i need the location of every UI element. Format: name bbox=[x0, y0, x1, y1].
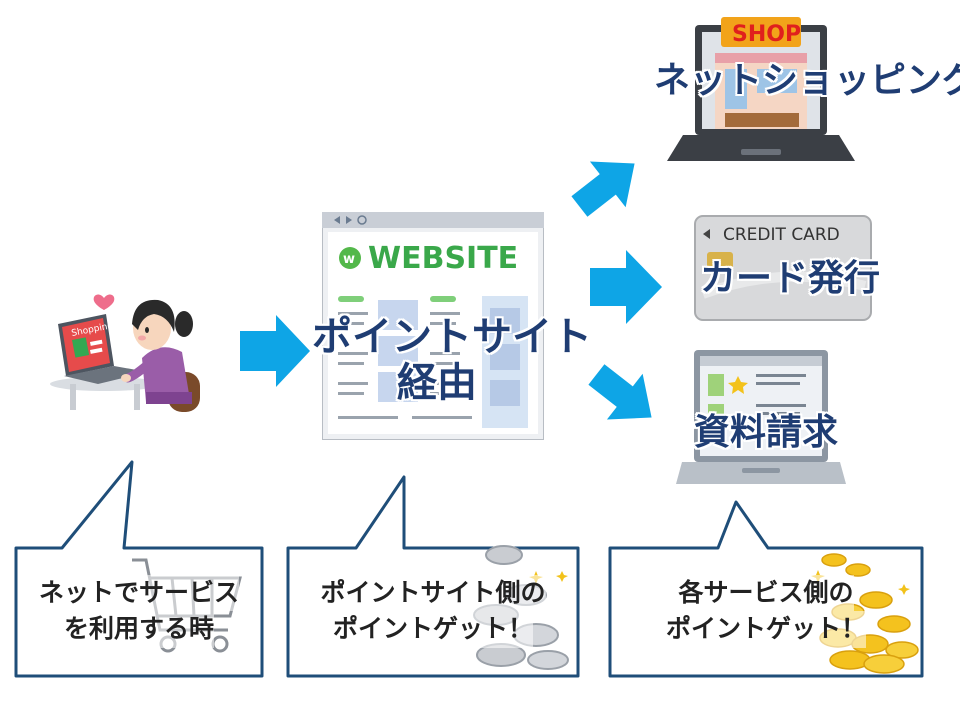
credit-card-illustration: CREDIT CARD bbox=[694, 215, 872, 321]
point-site-label-line1: ポイントサイト bbox=[312, 314, 592, 360]
arrow-right-icon bbox=[590, 250, 662, 324]
callout-2-line1: ポイントサイト側の bbox=[320, 575, 546, 612]
website-illustration: w WEBSITE bbox=[322, 212, 544, 440]
point-site-label-line2: 経由 bbox=[397, 360, 477, 406]
point-site-label: ポイントサイト 経由 bbox=[312, 314, 592, 406]
card-label: カード発行 bbox=[700, 258, 881, 299]
svg-text:w: w bbox=[343, 252, 355, 267]
request-label: 資料請求 bbox=[694, 412, 839, 453]
shop-laptop-illustration: SHOP bbox=[667, 17, 855, 161]
credit-card-text: CREDIT CARD bbox=[723, 225, 840, 245]
arrow-down-right-icon bbox=[588, 364, 652, 420]
shop-sign-text: SHOP bbox=[732, 22, 801, 47]
callout-text-1: ネットでサービス を利用する時 bbox=[14, 575, 264, 648]
callout-text-3: 各サービス側の ポイントゲット！ bbox=[608, 575, 924, 648]
callout-1-line2: を利用する時 bbox=[63, 611, 214, 648]
shopping-label: ネットショッピング bbox=[654, 60, 960, 101]
callout-3-line2: ポイントゲット！ bbox=[665, 611, 866, 648]
callout-1-line1: ネットでサービス bbox=[38, 575, 239, 612]
arrow-up-right-icon bbox=[571, 161, 635, 217]
callout-3-line1: 各サービス側の bbox=[678, 575, 854, 612]
document-laptop-illustration bbox=[676, 350, 846, 484]
website-logo-text: WEBSITE bbox=[368, 241, 518, 276]
callout-2-line2: ポイントゲット！ bbox=[332, 611, 533, 648]
heart-icon bbox=[93, 294, 115, 310]
woman-laptop-illustration: Shopping bbox=[50, 294, 200, 412]
arrow-right-icon bbox=[240, 315, 310, 387]
callout-text-2: ポイントサイト側の ポイントゲット！ bbox=[286, 575, 580, 648]
